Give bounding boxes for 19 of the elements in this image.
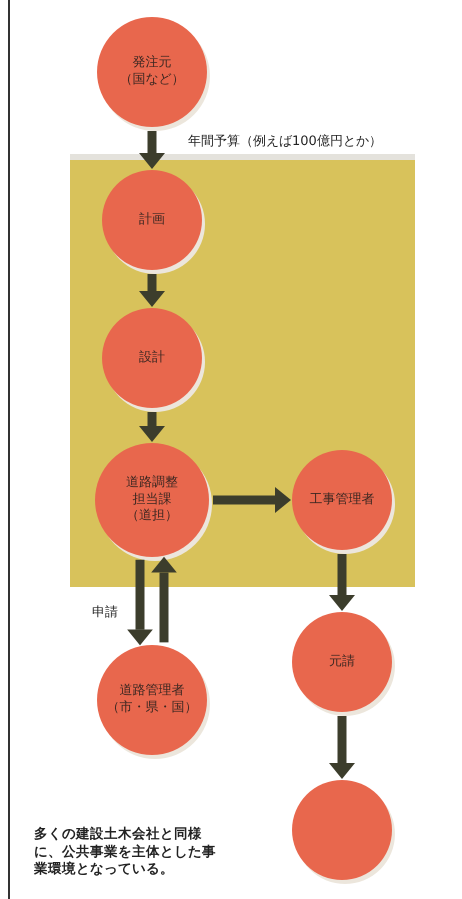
panel-background [70, 160, 415, 587]
node-label: 発注元（国など） [118, 55, 186, 89]
node-label: 道路調整担当課（道担） [125, 474, 179, 526]
arrow [139, 131, 165, 169]
node-label: 道路管理者（市・県・国） [106, 683, 198, 717]
arrow [139, 274, 165, 307]
node-label: 計画 [138, 212, 166, 228]
arrow [151, 556, 177, 642]
node-label: 設計 [138, 350, 166, 366]
arrow [213, 487, 291, 513]
arrow [329, 554, 355, 611]
arrow [139, 412, 165, 442]
arrow [127, 560, 153, 646]
edge-label: 年間予算（例えば100億円とか） [188, 133, 382, 150]
node-label: 元請 [328, 654, 356, 670]
node-label: 工事管理者 [308, 492, 376, 508]
note-text: 多くの建設土木会社と同様に、公共事業を主体とした事業環境となっている。 [34, 826, 217, 879]
edge-label: 申請 [92, 604, 118, 621]
arrow [329, 716, 355, 779]
